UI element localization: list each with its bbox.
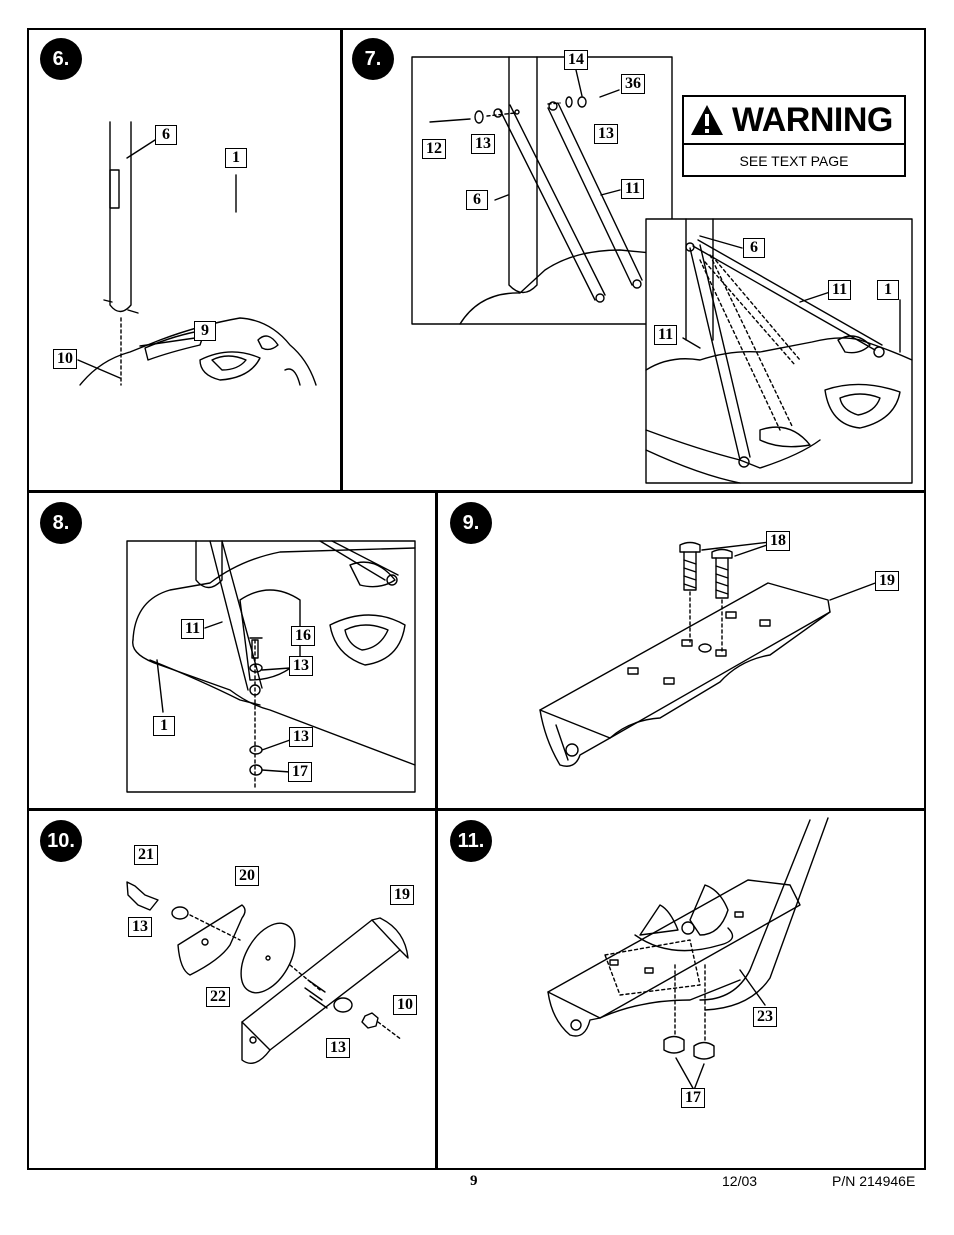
warning-title: WARNING	[732, 100, 893, 139]
divider-col-top	[340, 28, 343, 491]
part-label: 17	[681, 1088, 705, 1108]
part-label: 13	[289, 656, 313, 676]
warning-header: WARNING	[684, 97, 904, 145]
part-label: 21	[134, 845, 158, 865]
panel7-drawing	[411, 56, 913, 484]
step-9-badge: 9.	[450, 502, 492, 544]
part-label: 11	[181, 619, 205, 639]
part-label: 18	[766, 531, 790, 551]
panel6-drawing	[77, 121, 317, 386]
divider-col-bottom	[435, 490, 438, 1170]
panel11-drawing	[547, 817, 829, 1091]
panel9-drawing	[539, 541, 879, 767]
part-label: 19	[390, 885, 414, 905]
part-label: 1	[153, 716, 175, 736]
part-label: 13	[289, 727, 313, 747]
part-number: P/N 214946E	[832, 1173, 916, 1189]
part-label: 16	[291, 626, 315, 646]
part-label: 6	[155, 125, 177, 145]
part-label: 1	[225, 148, 247, 168]
panel10-drawing	[126, 881, 409, 1064]
warning-box: WARNING SEE TEXT PAGE	[682, 95, 906, 177]
part-label: 10	[393, 995, 417, 1015]
part-label: 11	[621, 179, 645, 199]
part-label: 14	[564, 50, 588, 70]
part-label: 22	[206, 987, 230, 1007]
page-number: 9	[470, 1173, 478, 1189]
step-6-badge: 6.	[40, 38, 82, 80]
part-label: 11	[828, 280, 852, 300]
part-label: 11	[654, 325, 678, 345]
part-label: 13	[594, 124, 618, 144]
part-label: 9	[194, 321, 216, 341]
warning-subtitle: SEE TEXT PAGE	[739, 153, 849, 169]
part-label: 13	[128, 917, 152, 937]
step-7-badge: 7.	[352, 38, 394, 80]
part-label: 23	[753, 1007, 777, 1027]
divider-row2	[27, 808, 926, 811]
part-label: 10	[53, 349, 77, 369]
panel8-drawing	[126, 540, 416, 793]
revision-date: 12/03	[722, 1173, 758, 1189]
step-10-badge: 10.	[40, 820, 82, 862]
step-11-badge: 11.	[450, 820, 492, 862]
part-label: 6	[466, 190, 488, 210]
part-label: 12	[422, 139, 446, 159]
part-label: 17	[288, 762, 312, 782]
warning-triangle-icon	[691, 105, 723, 135]
step-8-badge: 8.	[40, 502, 82, 544]
part-label: 6	[743, 238, 765, 258]
part-label: 13	[471, 134, 495, 154]
instruction-sheet-frame	[27, 28, 926, 1170]
part-label: 13	[326, 1038, 350, 1058]
part-label: 36	[621, 74, 645, 94]
part-label: 19	[875, 571, 899, 591]
divider-row1	[27, 490, 926, 493]
part-label: 1	[877, 280, 899, 300]
part-label: 20	[235, 866, 259, 886]
